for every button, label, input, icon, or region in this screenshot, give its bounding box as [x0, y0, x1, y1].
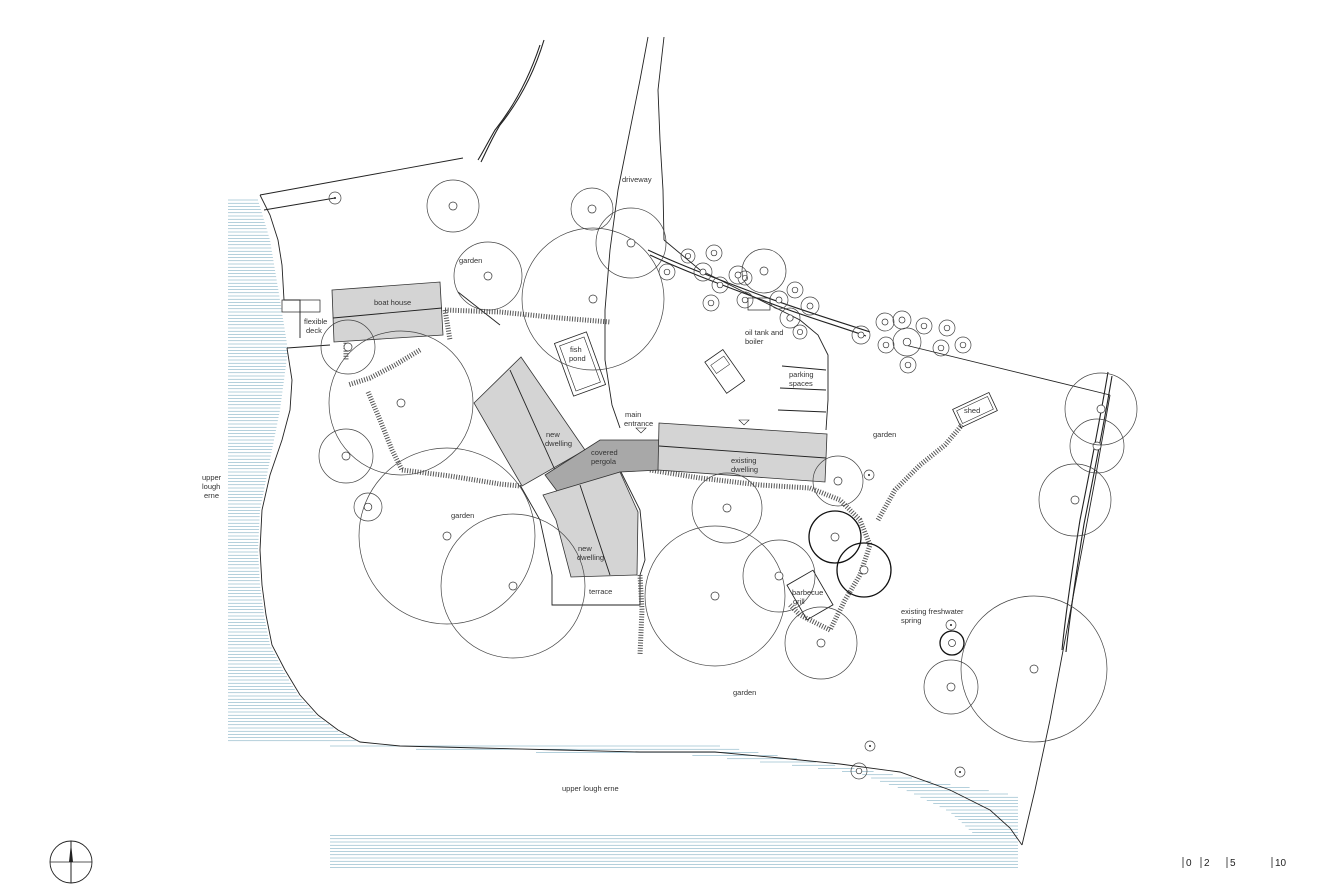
label-upper: upper [202, 473, 222, 482]
oil-tank [747, 297, 771, 311]
buildings [281, 281, 998, 621]
label-terrace: terrace [589, 587, 612, 596]
label-deck: deck [306, 326, 322, 335]
label-existing: existing [731, 456, 756, 465]
label-entrance: entrance [624, 419, 653, 428]
footpaths [343, 307, 964, 656]
label-upper-lough-erne: upper lough erne [562, 784, 619, 793]
label-fish: fish [570, 345, 582, 354]
label-new-dwelling-2a: new [578, 544, 592, 553]
shed [952, 391, 998, 429]
label-new-dwelling-1a: new [546, 430, 560, 439]
new-dwelling-south [542, 471, 639, 578]
label-garden-w: garden [451, 511, 474, 520]
barbecue-grill [786, 569, 834, 621]
label-new-dwelling-2b: dwelling [577, 553, 604, 562]
label-pond: pond [569, 354, 586, 363]
existing-dwelling [657, 422, 828, 483]
label-grill: grill [793, 597, 805, 606]
plan-labels: driveway garden boat house flexible deck… [202, 175, 980, 793]
label-garden-nw: garden [459, 256, 482, 265]
label-flexible: flexible [304, 317, 327, 326]
parked-car [704, 348, 746, 394]
lough-water-hatching [228, 199, 1018, 868]
label-pergola: pergola [591, 457, 617, 466]
label-main: main [625, 410, 641, 419]
scale-mark-5: 5 [1230, 858, 1236, 869]
scale-mark-10: 10 [1275, 858, 1287, 869]
scale-mark-2: 2 [1204, 858, 1210, 869]
label-garden-e: garden [873, 430, 896, 439]
label-spaces: spaces [789, 379, 813, 388]
label-dwelling: dwelling [731, 465, 758, 474]
hedgerows [477, 39, 1113, 653]
label-lough: lough [202, 482, 220, 491]
label-covered: covered [591, 448, 618, 457]
label-existing-freshwater: existing freshwater [901, 607, 964, 616]
trees [318, 179, 1138, 780]
label-spring: spring [901, 616, 921, 625]
site-boundary [259, 36, 1111, 846]
fish-pond [553, 331, 607, 397]
scale-bar: 0 2 5 10 [1182, 857, 1287, 869]
label-boiler: boiler [745, 337, 764, 346]
label-parking: parking [789, 370, 814, 379]
label-garden-s: garden [733, 688, 756, 697]
label-boat-house: boat house [374, 298, 411, 307]
label-erne: erne [204, 491, 219, 500]
scale-mark-0: 0 [1186, 858, 1192, 869]
label-oil-tank-and: oil tank and [745, 328, 783, 337]
label-driveway: driveway [622, 175, 652, 184]
label-new-dwelling-1b: dwelling [545, 439, 572, 448]
boat-house [331, 281, 444, 343]
label-shed: shed [964, 406, 980, 415]
label-barbecue: barbecue [792, 588, 823, 597]
north-arrow-icon [49, 840, 93, 884]
